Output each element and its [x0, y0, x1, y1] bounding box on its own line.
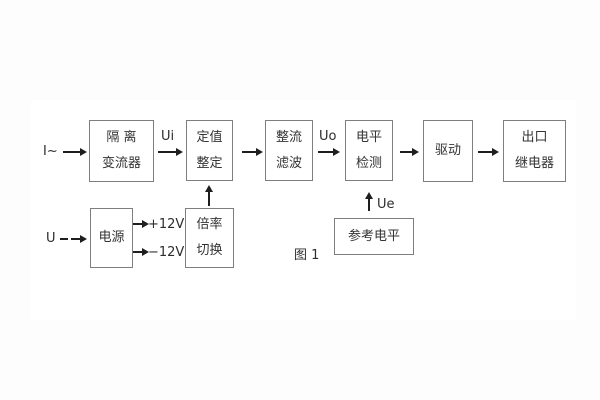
- arrow-head: [365, 192, 373, 199]
- arrow-shaft: [368, 197, 370, 211]
- label-plus12v: +12V: [148, 217, 185, 232]
- block-level-detection: 电平 检测: [345, 120, 393, 181]
- arrow-plus12v-icon: [133, 220, 149, 228]
- arrow-head: [80, 235, 87, 243]
- block-power-line1: 电源: [98, 230, 125, 245]
- arrow-ratio-to-setting-icon: [205, 185, 213, 206]
- block-ratio-line1: 倍率: [196, 217, 223, 232]
- arrow-shaft: [71, 238, 82, 240]
- arrow-shaft: [242, 151, 258, 153]
- dash-segment-icon: [60, 238, 68, 240]
- block-level-line2: 检测: [355, 155, 382, 171]
- arrow-setting-to-rectifier-icon: [242, 148, 263, 156]
- block-setpoint-setting: 定值 整定: [186, 120, 233, 181]
- block-setting-line2: 整定: [196, 155, 223, 171]
- arrow-level-to-drive-icon: [400, 148, 419, 156]
- arrow-shaft: [400, 151, 414, 153]
- block-rectifier-filter: 整流 滤波: [265, 120, 313, 181]
- arrow-u-to-power-icon: [71, 235, 87, 243]
- arrow-isolation-to-setting-icon: [158, 148, 183, 156]
- arrow-drive-to-output-icon: [478, 148, 499, 156]
- arrow-head: [205, 185, 213, 192]
- block-setting-line1: 定值: [196, 129, 223, 145]
- arrow-shaft: [63, 151, 82, 153]
- arrow-head: [142, 220, 149, 228]
- block-power-supply: 电源: [90, 208, 133, 268]
- arrow-reference-to-level-icon: [365, 192, 373, 211]
- arrow-shaft: [478, 151, 494, 153]
- label-minus12v: −12V: [148, 245, 185, 260]
- arrow-head: [256, 148, 263, 156]
- arrow-shaft: [133, 251, 144, 253]
- block-isolation-line2: 变流器: [101, 156, 141, 171]
- arrow-shaft: [208, 190, 210, 206]
- label-uo: Uo: [319, 129, 337, 144]
- arrow-head: [80, 148, 87, 156]
- arrow-head: [412, 148, 419, 156]
- label-input-voltage: U: [46, 231, 56, 246]
- arrow-shaft: [318, 151, 335, 153]
- arrow-head: [333, 148, 340, 156]
- block-rectifier-line1: 整流: [275, 129, 302, 145]
- block-isolation-line1: 隔 离: [106, 130, 137, 145]
- arrow-head: [176, 148, 183, 156]
- block-ratio-line2: 切换: [196, 243, 223, 258]
- block-drive: 驱动: [423, 120, 473, 182]
- arrow-shaft: [133, 223, 144, 225]
- block-isolation-transformer: 隔 离 变流器: [89, 120, 154, 182]
- block-level-line1: 电平: [355, 129, 382, 145]
- block-reference-level: 参考电平: [334, 218, 414, 255]
- block-ratio-switch: 倍率 切换: [185, 208, 234, 268]
- label-input-current: I~: [43, 144, 58, 159]
- block-reference-line1: 参考电平: [347, 228, 400, 244]
- arrow-input-to-isolation-icon: [63, 148, 87, 156]
- block-rectifier-line2: 滤波: [275, 155, 302, 171]
- arrow-minus12v-icon: [133, 248, 149, 256]
- label-ue: Ue: [377, 197, 395, 212]
- arrow-head: [142, 248, 149, 256]
- figure-caption: 图 1: [294, 248, 320, 263]
- label-ui: Ui: [161, 129, 175, 144]
- block-output-line2: 继电器: [514, 156, 554, 171]
- block-drive-line1: 驱动: [434, 143, 461, 158]
- arrow-head: [492, 148, 499, 156]
- arrow-rectifier-to-level-icon: [318, 148, 340, 156]
- block-output-relay: 出口 继电器: [503, 120, 566, 182]
- arrow-shaft: [158, 151, 178, 153]
- block-output-line1: 出口: [521, 130, 548, 145]
